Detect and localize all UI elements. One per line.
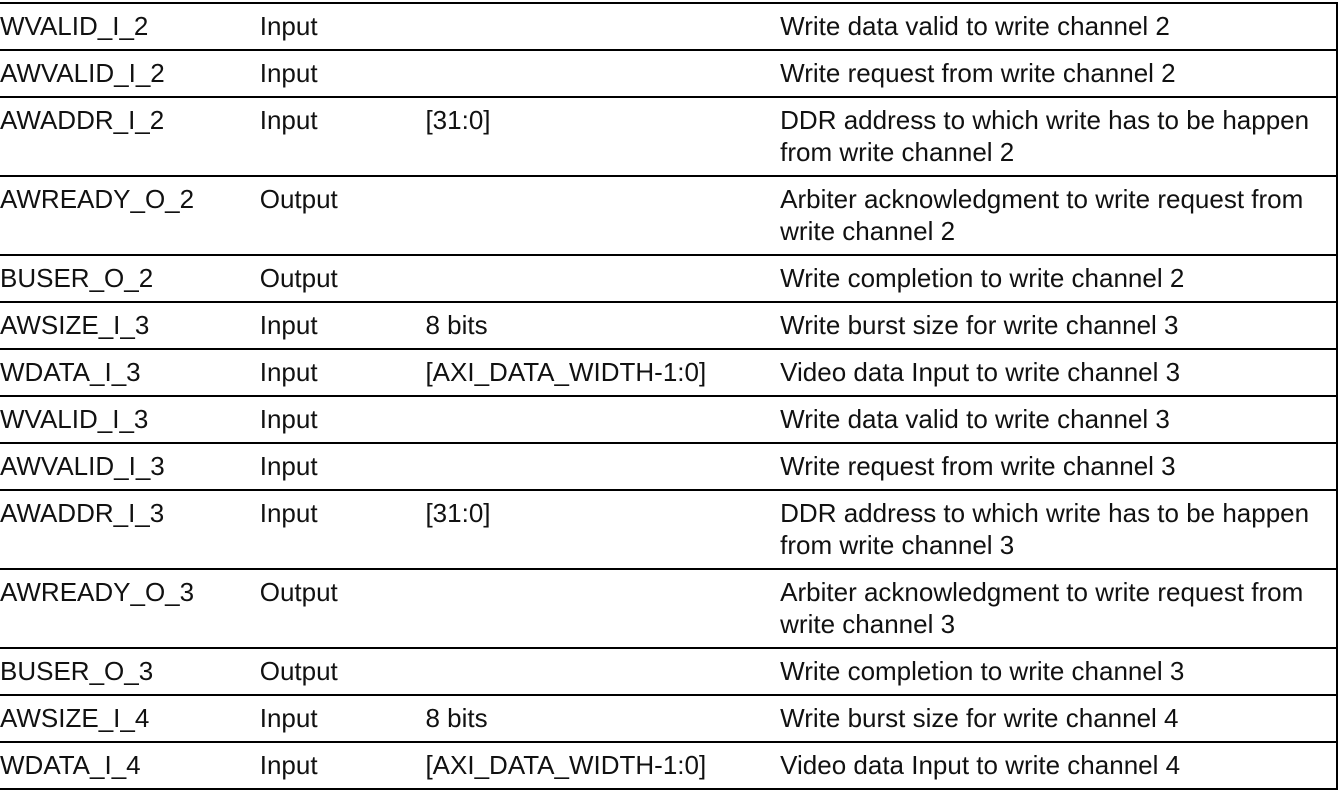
signal-cell: WVALID_I_3 xyxy=(0,396,260,444)
direction-cell: Input xyxy=(259,97,426,177)
signal-cell: AWADDR_I_3 xyxy=(0,490,260,570)
width-cell: [31:0] xyxy=(425,97,781,177)
description-cell: Write request from write channel 3 xyxy=(780,443,1338,491)
description-cell: Video data Input to write channel 4 xyxy=(780,742,1338,790)
direction-cell: Input xyxy=(259,490,426,570)
direction-cell: Output xyxy=(259,255,426,303)
direction-cell: Output xyxy=(259,569,426,649)
signal-cell: BUSER_O_3 xyxy=(0,648,260,696)
width-cell: 8 bits xyxy=(425,695,781,743)
width-cell xyxy=(425,255,781,303)
direction-cell: Input xyxy=(259,50,426,98)
signal-cell: AWVALID_I_2 xyxy=(0,50,260,98)
description-cell: Video data Input to write channel 3 xyxy=(780,349,1338,397)
width-cell xyxy=(425,50,781,98)
signal-cell: AWSIZE_I_4 xyxy=(0,695,260,743)
width-cell xyxy=(425,569,781,649)
signal-cell: AWREADY_O_2 xyxy=(0,176,260,256)
width-cell: [AXI_DATA_WIDTH-1:0] xyxy=(425,349,781,397)
description-cell: Write burst size for write channel 3 xyxy=(780,302,1338,350)
width-cell: [AXI_DATA_WIDTH-1:0] xyxy=(425,742,781,790)
signal-cell: WDATA_I_3 xyxy=(0,349,260,397)
direction-cell: Input xyxy=(259,396,426,444)
width-cell: [31:0] xyxy=(425,490,781,570)
signal-cell: AWVALID_I_3 xyxy=(0,443,260,491)
description-cell: Arbiter acknowledgment to write request … xyxy=(780,569,1338,649)
direction-cell: Input xyxy=(259,695,426,743)
description-cell: DDR address to which write has to be hap… xyxy=(780,490,1338,570)
width-cell: 8 bits xyxy=(425,302,781,350)
direction-cell: Input xyxy=(259,742,426,790)
width-cell xyxy=(425,396,781,444)
description-cell: Arbiter acknowledgment to write request … xyxy=(780,176,1338,256)
direction-cell: Input xyxy=(259,443,426,491)
width-cell xyxy=(425,443,781,491)
description-cell: Write data valid to write channel 2 xyxy=(780,3,1338,51)
direction-cell: Output xyxy=(259,648,426,696)
signal-cell: AWSIZE_I_3 xyxy=(0,302,260,350)
signal-cell: WDATA_I_4 xyxy=(0,742,260,790)
width-cell xyxy=(425,3,781,51)
signal-cell: BUSER_O_2 xyxy=(0,255,260,303)
signal-cell: AWADDR_I_2 xyxy=(0,97,260,177)
signal-cell: AWREADY_O_3 xyxy=(0,569,260,649)
direction-cell: Input xyxy=(259,3,426,51)
width-cell xyxy=(425,176,781,256)
description-cell: Write data valid to write channel 3 xyxy=(780,396,1338,444)
width-cell xyxy=(425,648,781,696)
description-cell: Write request from write channel 2 xyxy=(780,50,1338,98)
description-cell: Write burst size for write channel 4 xyxy=(780,695,1338,743)
direction-cell: Input xyxy=(259,349,426,397)
direction-cell: Input xyxy=(259,302,426,350)
signal-cell: WVALID_I_2 xyxy=(0,3,260,51)
description-cell: Write completion to write channel 2 xyxy=(780,255,1338,303)
description-cell: DDR address to which write has to be hap… xyxy=(780,97,1338,177)
description-cell: Write completion to write channel 3 xyxy=(780,648,1338,696)
direction-cell: Output xyxy=(259,176,426,256)
